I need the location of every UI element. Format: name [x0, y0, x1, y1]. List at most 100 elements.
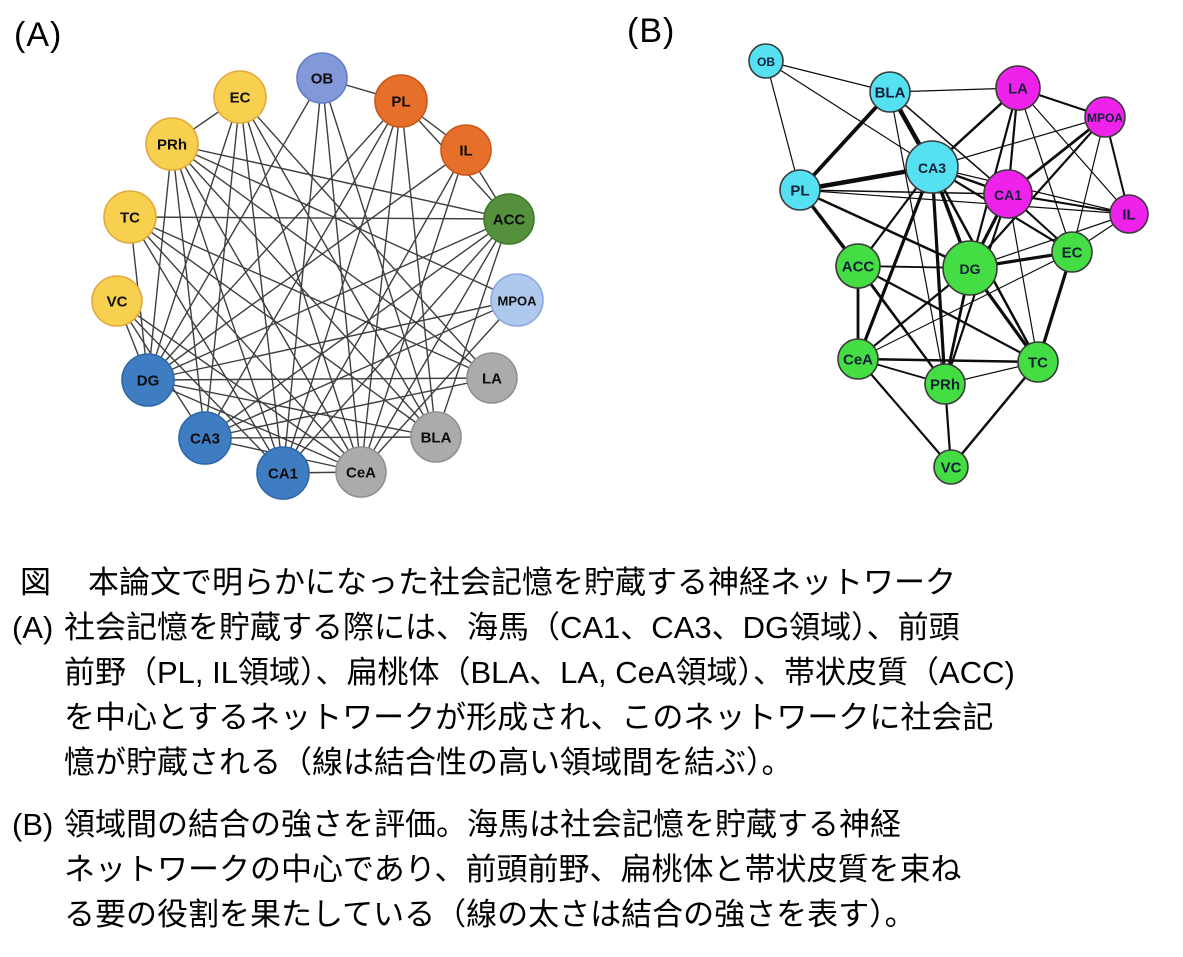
node-circle-DG [121, 353, 175, 407]
node-circle-CA3 [178, 411, 232, 465]
edge-DG-PRh [147, 143, 173, 381]
node-OB: OB [748, 43, 784, 79]
node-VC: VC [91, 275, 143, 327]
edge-DG-EC [147, 96, 241, 381]
node-BLA: BLA [410, 411, 462, 463]
edge-LA-EC [239, 96, 493, 379]
edge-LA-PRh [171, 143, 493, 379]
edge-ACC-PRh [171, 143, 510, 220]
edge-CA1-EC [239, 96, 284, 474]
caption-text-line: 社会記憶を貯蔵する際には、海馬（CA1、CA3、DG領域）、前頭 [64, 610, 960, 645]
node-circle-VC [933, 449, 969, 485]
panel-a-label: (A) [14, 16, 63, 54]
node-IL: IL [1109, 194, 1149, 234]
edge-BLA-CA3 [204, 436, 437, 439]
node-circle-CA3 [905, 140, 959, 194]
caption-text-line: ネットワークの中心であり、前頭前野、扁桃体と帯状皮質を束ね [64, 852, 962, 887]
caption-block-a: (A)社会記憶を貯蔵する際には、海馬（CA1、CA3、DG領域）、前頭前野（PL… [0, 605, 1183, 785]
caption-title: 本論文で明らかになった社会記憶を貯蔵する神経ネットワーク [88, 565, 956, 600]
node-circle-PL [779, 169, 821, 211]
edge-OB-BLA [765, 60, 891, 93]
edge-BLA-EC [239, 96, 437, 438]
caption-blocks: (A)社会記憶を貯蔵する際には、海馬（CA1、CA3、DG領域）、前頭前野（PL… [0, 605, 1183, 937]
edge-BLA-PL [798, 90, 892, 192]
node-circle-PRh [145, 117, 199, 171]
node-TC: TC [1017, 341, 1059, 383]
edge-BLA-PRh [889, 91, 946, 385]
edge-MPOA-CA3 [931, 116, 1106, 168]
edge-OB-CA1 [282, 77, 323, 474]
node-circle-IL [1109, 194, 1149, 234]
edge-MPOA-CA3 [204, 299, 518, 439]
node-circle-TC [103, 190, 157, 244]
node-circle-TC [1017, 341, 1059, 383]
node-circle-CA1 [256, 446, 310, 500]
node-MPOA: MPOA [490, 273, 544, 327]
node-PL: PL [779, 169, 821, 211]
figure-caption: 図 本論文で明らかになった社会記憶を貯蔵する神経ネットワーク (A)社会記憶を貯… [0, 560, 1183, 937]
edge-PL-IL [799, 189, 1130, 215]
edge-ACC-DG [147, 218, 510, 381]
node-OB: OB [296, 52, 348, 104]
node-circle-LA [995, 65, 1041, 111]
edge-CeA-PRh [171, 143, 362, 473]
node-circle-EC [213, 70, 267, 124]
edge-MPOA-PRh [171, 143, 518, 301]
node-TC: TC [103, 190, 157, 244]
edge-EC-CeA [857, 251, 1073, 360]
edge-CA3-PRh [930, 165, 947, 386]
node-VC: VC [933, 449, 969, 485]
node-DG: DG [121, 353, 175, 407]
caption-block-b: (B)領域間の結合の強さを評価。海馬は社会記憶を貯蔵する神経ネットワークの中心で… [0, 802, 1183, 937]
edge-PL-BLA [400, 100, 437, 438]
edge-OB-DG [147, 77, 323, 381]
edge-ACC-TC [856, 264, 1040, 364]
node-circle-PL [374, 74, 428, 128]
edge-BLA-CA1 [889, 91, 1009, 195]
caption-title-row: 図 本論文で明らかになった社会記憶を貯蔵する神経ネットワーク [0, 560, 1183, 605]
edge-ACC-CeA [360, 218, 510, 473]
edge-CA1-PRh [171, 143, 284, 474]
node-circle-PRh [924, 363, 966, 405]
edge-CeA-VC [856, 357, 953, 469]
edge-CeA-VC [116, 300, 362, 473]
node-LA: LA [466, 352, 518, 404]
node-CeA: CeA [335, 446, 387, 498]
node-IL: IL [440, 124, 492, 176]
node-EC: EC [1051, 231, 1093, 273]
edge-CA1-TC [1007, 193, 1039, 363]
edge-ACC-PRh [856, 264, 947, 386]
node-CA1: CA1 [983, 169, 1033, 219]
edge-OB-CA3 [765, 60, 933, 168]
node-circle-IL [440, 124, 492, 176]
node-circle-BLA [410, 411, 462, 463]
caption-text-line: る要の役割を果たしている（線の太さは結合の強さを表す）。 [64, 897, 916, 932]
caption-text-line: 憶が貯蔵される（線は結合性の高い領域間を結ぶ）。 [64, 745, 793, 780]
node-circle-VC [91, 275, 143, 327]
edge-TC-VC [949, 360, 1040, 469]
panel-b-label: (B) [627, 12, 676, 50]
edge-CA3-PRh [171, 143, 206, 439]
caption-item-tag: (B) [12, 807, 54, 842]
node-circle-EC [1051, 231, 1093, 273]
node-circle-CeA [837, 338, 879, 380]
caption-text-line: 前野（PL, IL領域）、扁桃体（BLA、LA, CeA領域）、帯状皮質（ACC… [64, 655, 1015, 690]
node-EC: EC [213, 70, 267, 124]
node-PL: PL [374, 74, 428, 128]
edge-PL-CeA [360, 100, 402, 473]
edge-LA-DG [147, 377, 493, 381]
edge-CA3-CeA [856, 165, 934, 361]
node-ACC: ACC [483, 193, 535, 245]
node-DG: DG [942, 240, 998, 296]
node-PRh: PRh [145, 117, 199, 171]
node-circle-MPOA [490, 273, 544, 327]
edge-MPOA-CeA [360, 299, 518, 473]
edge-CA3-EC [204, 96, 241, 439]
edge-LA-CA3 [204, 377, 493, 439]
edge-ACC-CA1 [282, 218, 510, 474]
edge-OB-PL [765, 60, 801, 191]
node-CA3: CA3 [905, 140, 959, 194]
